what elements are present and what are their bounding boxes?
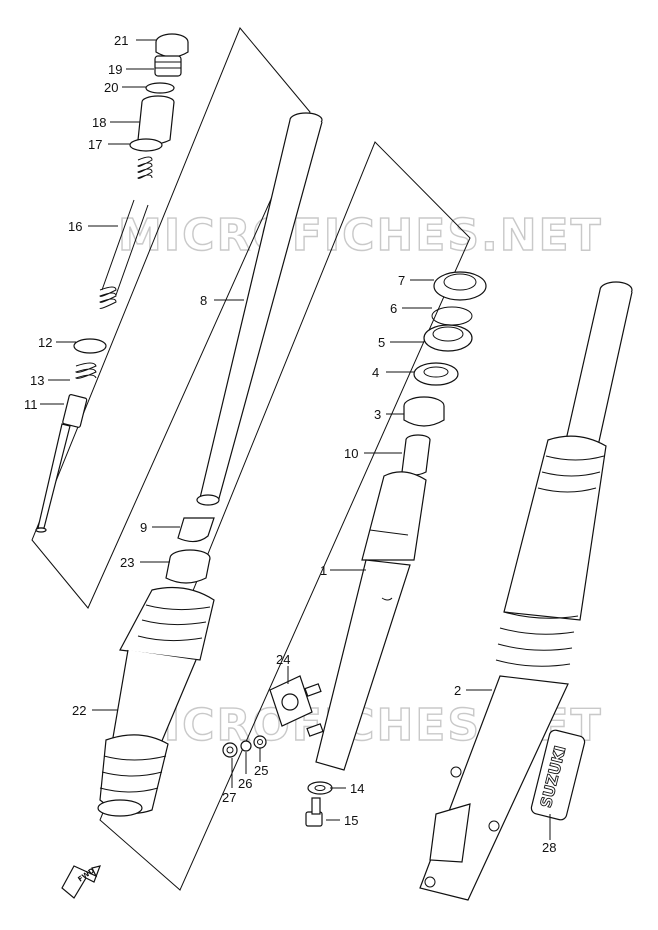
callout-5: 5 bbox=[378, 335, 385, 350]
washer bbox=[413, 362, 459, 386]
slide-bushing bbox=[403, 396, 445, 427]
callout-23: 23 bbox=[120, 555, 134, 570]
callout-26: 26 bbox=[238, 776, 252, 791]
axle-holder bbox=[269, 675, 324, 737]
callout-18: 18 bbox=[92, 115, 106, 130]
callout-8: 8 bbox=[200, 293, 207, 308]
fork-boot-clamp bbox=[165, 549, 211, 584]
callout-16: 16 bbox=[68, 219, 82, 234]
spring-washer bbox=[240, 740, 252, 752]
callout-14: 14 bbox=[350, 781, 364, 796]
callout-15: 15 bbox=[344, 813, 358, 828]
gasket bbox=[307, 781, 333, 795]
callout-12: 12 bbox=[38, 335, 52, 350]
callout-20: 20 bbox=[104, 80, 118, 95]
cap-bolt-group bbox=[145, 33, 189, 94]
outer-fork-tube bbox=[315, 471, 427, 771]
callout-24: 24 bbox=[276, 652, 290, 667]
callout-19: 19 bbox=[108, 62, 122, 77]
plain-washer bbox=[253, 735, 267, 749]
callout-21: 21 bbox=[114, 33, 128, 48]
callout-10: 10 bbox=[344, 446, 358, 461]
callout-17: 17 bbox=[88, 137, 102, 152]
callout-4: 4 bbox=[372, 365, 379, 380]
damper-rod-bolt bbox=[305, 797, 323, 827]
callout-6: 6 bbox=[390, 301, 397, 316]
callout-28: 28 bbox=[542, 840, 556, 855]
watermark-top: MICROFICHES.NET bbox=[118, 210, 603, 261]
damper-rod bbox=[35, 338, 107, 533]
spacer-collar bbox=[129, 95, 175, 152]
fork-boot bbox=[97, 586, 215, 817]
dust-seal bbox=[433, 271, 487, 301]
fork-spring bbox=[99, 156, 153, 309]
callout-13: 13 bbox=[30, 373, 44, 388]
callout-9: 9 bbox=[140, 520, 147, 535]
callout-1: 1 bbox=[320, 563, 327, 578]
oil-lock-piece bbox=[401, 434, 431, 476]
leader-lines bbox=[40, 39, 551, 840]
forward-direction-marker: FWD bbox=[61, 865, 101, 899]
inner-assembly-outline bbox=[31, 27, 311, 609]
callout-3: 3 bbox=[374, 407, 381, 422]
callout-25: 25 bbox=[254, 763, 268, 778]
guide-bushing bbox=[177, 517, 215, 543]
oil-seal bbox=[423, 324, 473, 352]
callout-22: 22 bbox=[72, 703, 86, 718]
inner-fork-tube bbox=[196, 112, 323, 506]
callout-7: 7 bbox=[398, 273, 405, 288]
callout-numbers: 21 19 20 18 17 16 12 13 11 8 9 23 22 1 2… bbox=[24, 33, 556, 855]
callout-27: 27 bbox=[222, 790, 236, 805]
stopper-ring bbox=[431, 306, 473, 326]
callout-2: 2 bbox=[454, 683, 461, 698]
callout-11: 11 bbox=[24, 397, 38, 412]
complete-fork-assembly bbox=[419, 281, 633, 901]
axle-holder-nut bbox=[222, 742, 238, 758]
